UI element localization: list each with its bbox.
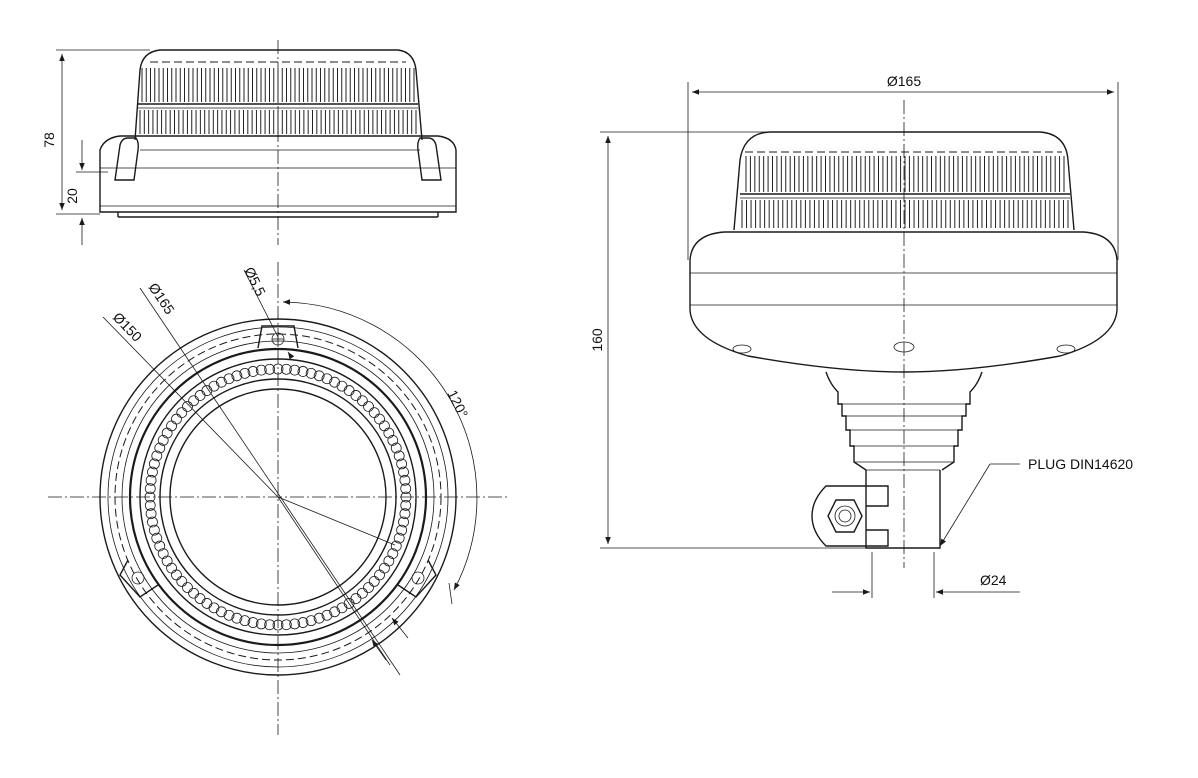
dim-24-label: Ø24 <box>980 572 1007 588</box>
plug-label: PLUG DIN14620 <box>1028 456 1133 472</box>
dim-150-label: Ø150 <box>110 309 145 345</box>
front-view: Ø165 160 Ø24 PLUG DIN14620 <box>589 73 1133 598</box>
mount-tab-left <box>119 559 159 598</box>
dim-20-label: 20 <box>64 188 80 204</box>
dim-120-label: 120° <box>444 387 471 420</box>
dim-165-top-label: Ø165 <box>146 280 179 318</box>
dim-5-5-label: Ø5,5 <box>241 264 269 298</box>
dim-165-front-label: Ø165 <box>887 73 921 89</box>
dim-160-label: 160 <box>589 328 605 352</box>
mount-tab-right <box>397 559 437 598</box>
side-view: 78 20 <box>41 40 457 245</box>
top-view: Ø5,5 Ø165 Ø150 120° <box>48 262 510 735</box>
dim-78-label: 78 <box>41 132 57 148</box>
